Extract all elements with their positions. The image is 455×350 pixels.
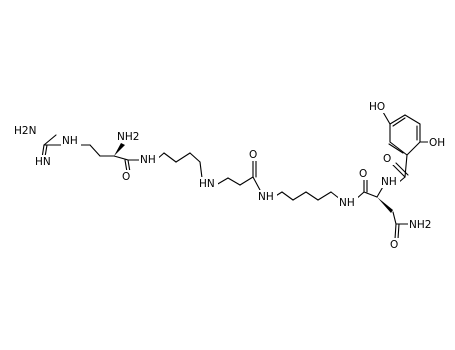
bond	[317, 191, 332, 201]
atom-label-text: H2N	[14, 125, 36, 137]
atom-label-text: HN	[35, 156, 51, 168]
atom-label-text: O	[249, 149, 257, 161]
atom-label-text: O	[383, 153, 391, 165]
bond	[239, 176, 254, 186]
bond	[363, 191, 378, 198]
atom-label-text: NH	[140, 154, 156, 166]
atom-label: NH	[61, 134, 81, 147]
bond	[394, 223, 397, 240]
atom-label: HN	[198, 177, 218, 190]
bond	[163, 152, 177, 163]
atom-label: NH	[257, 190, 277, 203]
atom-label: NH2	[115, 130, 141, 143]
bond-layer	[41, 111, 431, 240]
bond	[252, 176, 261, 191]
wedge-bond	[114, 143, 125, 156]
bond	[89, 144, 101, 157]
atom-label-text: NH2	[409, 219, 431, 231]
bond	[388, 143, 404, 154]
bond	[113, 155, 129, 161]
atom-label: OH	[428, 136, 449, 149]
atom-label-text: NH	[381, 176, 397, 188]
atom-label-layer: H2N NH HN NH2 O NH	[13, 100, 449, 251]
bond	[189, 152, 201, 163]
bond	[281, 191, 294, 201]
bond	[404, 114, 421, 125]
atom-label-text: NH	[258, 191, 274, 203]
wedge-bond	[377, 197, 393, 213]
atom-label: O	[389, 238, 401, 251]
atom-label: NH2	[408, 218, 435, 231]
atom-label-text: O	[390, 239, 398, 251]
atom-label-text: O	[122, 171, 130, 183]
bond	[382, 111, 391, 125]
bond	[404, 154, 408, 178]
bond	[175, 152, 191, 163]
bond	[392, 211, 397, 225]
atom-label: NH	[338, 196, 358, 209]
atom-label: O	[358, 167, 370, 180]
bond	[292, 191, 307, 201]
atom-label-text: NH	[62, 135, 78, 147]
atom-label: O	[382, 152, 394, 165]
atom-label: HO	[368, 100, 389, 113]
atom-label: H2N	[13, 124, 36, 137]
bond	[392, 117, 406, 127]
bond	[406, 141, 421, 156]
atom-label-text: HO	[369, 101, 385, 113]
bond	[43, 134, 57, 146]
atom-label-text: NH2	[117, 131, 139, 143]
bond	[389, 114, 406, 125]
atom-label: NH	[380, 175, 400, 188]
bond	[305, 191, 319, 201]
atom-label-text: NH	[339, 197, 355, 209]
atom-label: O	[248, 148, 260, 161]
atom-label: NH	[139, 153, 159, 166]
bond	[397, 223, 400, 240]
atom-label: HN	[34, 155, 54, 168]
bond	[199, 161, 203, 179]
bond	[389, 141, 408, 156]
bond	[392, 164, 406, 178]
atom-label-text: HN	[199, 178, 215, 190]
atom-label-text: O	[359, 168, 367, 180]
bond	[395, 162, 409, 176]
atom-label: O	[121, 170, 133, 183]
bond	[227, 177, 241, 186]
atom-label-text: OH	[429, 137, 445, 149]
